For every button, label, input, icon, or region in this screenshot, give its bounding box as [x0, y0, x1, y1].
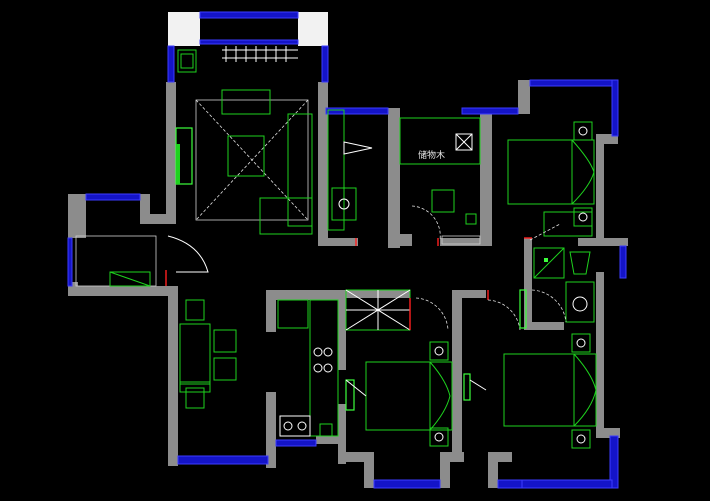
kitchen: [277, 299, 339, 437]
wardrobe-label: 储物木: [418, 149, 445, 161]
living-room: [175, 89, 373, 235]
walls: [68, 12, 628, 488]
bathroom: [531, 247, 595, 323]
door-markers: [355, 237, 532, 246]
bedroom-1: [507, 121, 595, 241]
hall-storage: [345, 289, 449, 331]
service-room: [75, 235, 209, 287]
dining-area: [179, 299, 237, 409]
bedroom-3: [463, 289, 597, 449]
windows: [67, 11, 627, 489]
bedroom-2: [345, 341, 453, 447]
utility-room: 储物木: [399, 117, 481, 245]
balcony-fixtures: [177, 46, 298, 73]
